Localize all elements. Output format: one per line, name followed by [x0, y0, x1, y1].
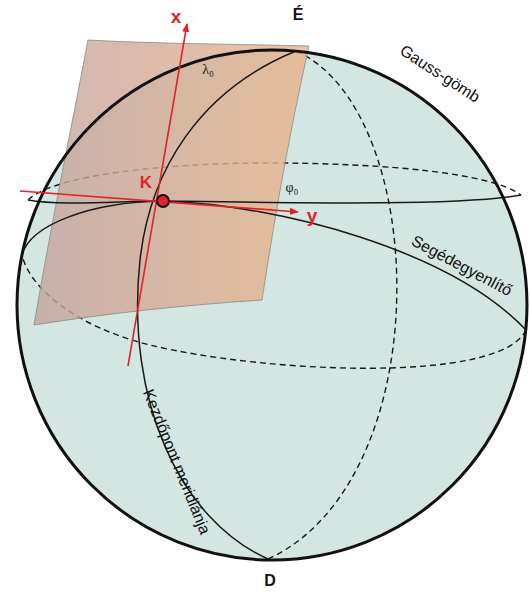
pole-label: É	[293, 7, 304, 23]
meridian-longitude-label: λ₀	[202, 63, 214, 77]
origin-point	[157, 195, 169, 207]
sphere-outline	[17, 50, 527, 560]
axis-label: y	[307, 206, 318, 225]
parallel-latitude-label: φ₀	[286, 181, 299, 195]
y-axis	[20, 191, 298, 212]
parallel-front	[28, 195, 521, 203]
point-label: K	[140, 174, 152, 191]
x-axis	[128, 24, 187, 366]
pole-label: D	[264, 573, 276, 589]
meridian-front	[138, 51, 296, 559]
aux-equator-front	[22, 201, 526, 330]
axis-label: x	[171, 7, 182, 26]
tangent-plane	[34, 40, 309, 325]
